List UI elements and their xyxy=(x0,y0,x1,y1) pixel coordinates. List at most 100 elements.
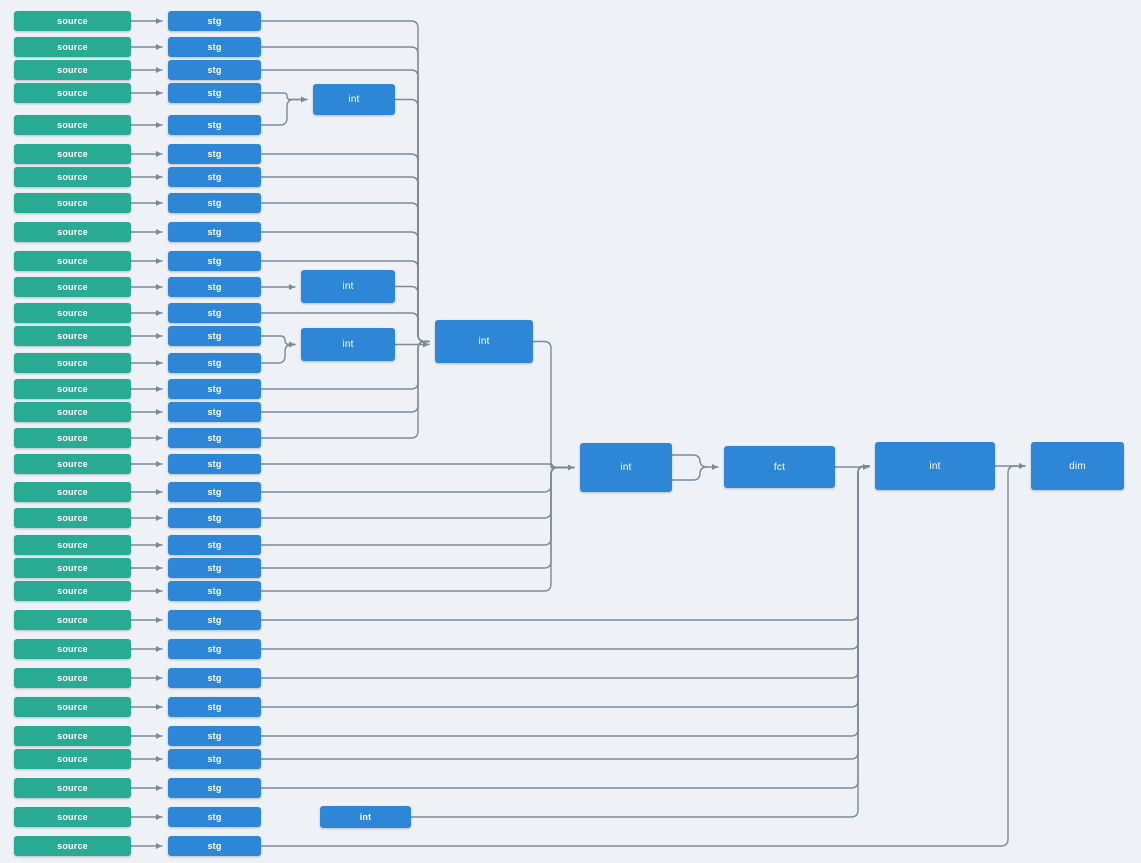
node-source-src23[interactable]: source xyxy=(14,581,131,601)
node-label: source xyxy=(57,227,88,237)
node-source-src28[interactable]: source xyxy=(14,726,131,746)
node-source-src10[interactable]: source xyxy=(14,251,131,271)
node-stg-stg13[interactable]: stg xyxy=(168,326,261,346)
edge xyxy=(260,465,870,760)
node-stg-stg14[interactable]: stg xyxy=(168,353,261,373)
edge xyxy=(260,341,296,364)
node-int-intG[interactable]: int xyxy=(320,806,411,828)
node-label: stg xyxy=(207,644,222,654)
node-source-src31[interactable]: source xyxy=(14,807,131,827)
node-label: int xyxy=(478,336,490,347)
node-int-intE[interactable]: int xyxy=(580,443,672,492)
node-source-src14[interactable]: source xyxy=(14,353,131,373)
node-stg-stg2[interactable]: stg xyxy=(168,37,261,57)
node-source-src12[interactable]: source xyxy=(14,303,131,323)
node-stg-stg30[interactable]: stg xyxy=(168,778,261,798)
node-stg-stg7[interactable]: stg xyxy=(168,167,261,187)
node-stg-stg22[interactable]: stg xyxy=(168,558,261,578)
node-label: int xyxy=(620,462,632,473)
node-source-src32[interactable]: source xyxy=(14,836,131,856)
node-label: source xyxy=(57,841,88,851)
node-stg-stg21[interactable]: stg xyxy=(168,535,261,555)
edge xyxy=(260,340,430,439)
node-stg-stg29[interactable]: stg xyxy=(168,749,261,769)
node-source-src20[interactable]: source xyxy=(14,508,131,528)
node-stg-stg27[interactable]: stg xyxy=(168,697,261,717)
node-source-src25[interactable]: source xyxy=(14,639,131,659)
node-label: stg xyxy=(207,149,222,159)
node-stg-stg1[interactable]: stg xyxy=(168,11,261,31)
node-label: source xyxy=(57,731,88,741)
node-stg-stg23[interactable]: stg xyxy=(168,581,261,601)
node-stg-stg19[interactable]: stg xyxy=(168,482,261,502)
node-stg-stg16[interactable]: stg xyxy=(168,402,261,422)
node-source-src13[interactable]: source xyxy=(14,326,131,346)
node-label: source xyxy=(57,16,88,26)
node-source-src5[interactable]: source xyxy=(14,115,131,135)
node-stg-stg28[interactable]: stg xyxy=(168,726,261,746)
node-source-src27[interactable]: source xyxy=(14,697,131,717)
node-stg-stg24[interactable]: stg xyxy=(168,610,261,630)
node-source-src8[interactable]: source xyxy=(14,193,131,213)
node-stg-stg11[interactable]: stg xyxy=(168,277,261,297)
edge xyxy=(260,465,870,708)
node-int-intC[interactable]: int xyxy=(301,328,395,361)
node-source-src26[interactable]: source xyxy=(14,668,131,688)
node-label: stg xyxy=(207,227,222,237)
edge xyxy=(260,96,308,126)
node-int-intD[interactable]: int xyxy=(435,320,533,363)
node-source-src21[interactable]: source xyxy=(14,535,131,555)
node-label: source xyxy=(57,615,88,625)
node-stg-stg17[interactable]: stg xyxy=(168,428,261,448)
node-source-src19[interactable]: source xyxy=(14,482,131,502)
node-stg-stg3[interactable]: stg xyxy=(168,60,261,80)
node-source-src2[interactable]: source xyxy=(14,37,131,57)
node-stg-stg18[interactable]: stg xyxy=(168,454,261,474)
node-source-src30[interactable]: source xyxy=(14,778,131,798)
node-source-src9[interactable]: source xyxy=(14,222,131,242)
node-source-src1[interactable]: source xyxy=(14,11,131,31)
node-stg-stg8[interactable]: stg xyxy=(168,193,261,213)
node-stg-stg20[interactable]: stg xyxy=(168,508,261,528)
node-label: source xyxy=(57,563,88,573)
node-stg-stg25[interactable]: stg xyxy=(168,639,261,659)
node-stg-stg12[interactable]: stg xyxy=(168,303,261,323)
node-source-src7[interactable]: source xyxy=(14,167,131,187)
node-label: source xyxy=(57,358,88,368)
node-stg-stg5[interactable]: stg xyxy=(168,115,261,135)
edge xyxy=(260,466,575,546)
node-dim-dim1[interactable]: dim xyxy=(1031,442,1124,490)
node-label: source xyxy=(57,586,88,596)
node-stg-stg4[interactable]: stg xyxy=(168,83,261,103)
node-stg-stg9[interactable]: stg xyxy=(168,222,261,242)
node-stg-stg31[interactable]: stg xyxy=(168,807,261,827)
node-source-src16[interactable]: source xyxy=(14,402,131,422)
node-source-src3[interactable]: source xyxy=(14,60,131,80)
node-label: source xyxy=(57,513,88,523)
node-source-src29[interactable]: source xyxy=(14,749,131,769)
node-stg-stg6[interactable]: stg xyxy=(168,144,261,164)
node-stg-stg32[interactable]: stg xyxy=(168,836,261,856)
node-source-src17[interactable]: source xyxy=(14,428,131,448)
node-source-src24[interactable]: source xyxy=(14,610,131,630)
node-label: stg xyxy=(207,513,222,523)
edge xyxy=(260,465,870,737)
node-stg-stg15[interactable]: stg xyxy=(168,379,261,399)
node-int-intA[interactable]: int xyxy=(313,84,395,115)
node-int-intF[interactable]: int xyxy=(875,442,995,490)
node-source-src18[interactable]: source xyxy=(14,454,131,474)
node-label: stg xyxy=(207,812,222,822)
node-source-src22[interactable]: source xyxy=(14,558,131,578)
node-label: source xyxy=(57,812,88,822)
node-source-src4[interactable]: source xyxy=(14,83,131,103)
node-source-src6[interactable]: source xyxy=(14,144,131,164)
node-int-intB[interactable]: int xyxy=(301,270,395,303)
node-source-src11[interactable]: source xyxy=(14,277,131,297)
node-source-src15[interactable]: source xyxy=(14,379,131,399)
node-stg-stg10[interactable]: stg xyxy=(168,251,261,271)
node-label: stg xyxy=(207,120,222,130)
node-fct-fct1[interactable]: fct xyxy=(724,446,835,488)
node-stg-stg26[interactable]: stg xyxy=(168,668,261,688)
node-label: source xyxy=(57,702,88,712)
